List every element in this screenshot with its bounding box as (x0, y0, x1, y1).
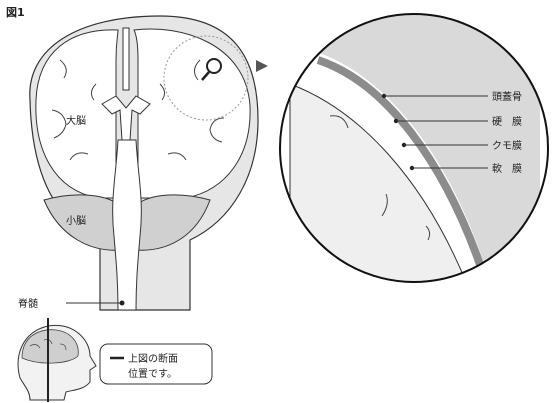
falx-line (123, 28, 129, 90)
cerebellum-label: 小脳 (66, 215, 86, 227)
legend-text-line1: 上図の断面 (128, 352, 178, 365)
inset-label-dura: 硬 膜 (492, 116, 522, 128)
inset-label-pia: 軟 膜 (492, 162, 522, 175)
meninges-inset: 頭蓋骨 硬 膜 クモ膜 軟 膜 (280, 0, 548, 282)
brainstem (113, 140, 142, 310)
spinal-cord-label: 脊髄 (18, 297, 38, 310)
brain-cross-section: 大脳 小脳 (30, 16, 258, 310)
cerebrum-label: 大脳 (66, 114, 86, 127)
figure-title: 図1 (6, 5, 25, 19)
orientation-legend: 上図の断面 位置です。 (18, 318, 212, 402)
inset-label-arachnoid: クモ膜 (492, 140, 522, 152)
legend-text-line2: 位置です。 (128, 367, 177, 380)
inset-label-skull: 頭蓋骨 (492, 91, 522, 103)
arrow-right-icon (256, 60, 268, 72)
